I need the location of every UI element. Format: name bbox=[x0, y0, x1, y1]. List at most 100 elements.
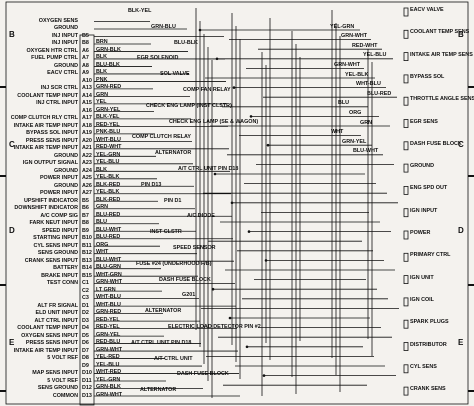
component-label: BLK-YEL bbox=[128, 8, 152, 14]
ecu-pin-label: BYPASS SOL INPUT bbox=[26, 130, 78, 137]
component-label: ELECTRIC LOAD DETECTOR PIN #2 bbox=[168, 324, 261, 330]
ecu-pin-number: B11 bbox=[82, 242, 92, 249]
ecu-wire-color: RED-YEL bbox=[96, 121, 120, 128]
component-label: GRN-BLU bbox=[151, 23, 176, 30]
ecu-pin-label: MAP SENS INPUT bbox=[32, 370, 78, 377]
ecu-wire-color: BLU-WHT bbox=[96, 226, 122, 233]
ecu-pin-number: D3 bbox=[82, 317, 89, 324]
ecu-pin-number: A20 bbox=[82, 137, 92, 144]
component-label: COMP CLUTCH RELAY bbox=[132, 134, 192, 141]
ecu-pin-label: CRANK SENS INPUT bbox=[24, 257, 78, 264]
ecu-wire-color: GRN bbox=[96, 204, 108, 211]
ecu-pin-number: A21 bbox=[82, 145, 92, 152]
component-wire-color: YEL-GRN bbox=[330, 23, 355, 30]
zone-tick bbox=[468, 284, 474, 286]
component-name: SPARK PLUGS bbox=[410, 319, 449, 326]
component-name: COOLANT TEMP SENS bbox=[410, 29, 470, 36]
component-connector bbox=[403, 319, 409, 329]
component-connector bbox=[403, 275, 409, 285]
ecu-wire-color: BLU bbox=[96, 219, 108, 226]
splice-dot bbox=[245, 345, 249, 349]
ecu-pin-label: POWER INPUT bbox=[39, 175, 78, 182]
ecu-pin-label: INJ INPUT bbox=[51, 40, 78, 47]
splice-dot bbox=[198, 28, 202, 32]
ecu-wire-color: PNK-BLU bbox=[96, 129, 121, 136]
ecu-wire-color: BLU-RED bbox=[96, 211, 121, 218]
ecu-wire-color: BLK-YEL bbox=[96, 114, 120, 121]
component-connector bbox=[403, 96, 409, 106]
component-label: SOL VALVE bbox=[160, 71, 190, 78]
ecu-pin-label: OXYGEN SENS INPUT bbox=[21, 332, 78, 339]
ecu-pin-number: D4 bbox=[82, 325, 89, 332]
ecu-pin-number: B13 bbox=[82, 257, 92, 264]
ecu-wire-color: YEL-RED bbox=[96, 354, 120, 361]
ecu-wire-color: RED-YEL bbox=[96, 316, 120, 323]
ecu-pin-number: A13 bbox=[82, 85, 92, 92]
component-label: SPEED SENSOR bbox=[173, 245, 216, 251]
ecu-wire-color: WHT-GRN bbox=[96, 271, 122, 278]
ecu-pin-label: IGN OUTPUT SIGNAL bbox=[22, 160, 78, 167]
component-wire-color: GRN bbox=[360, 119, 372, 126]
ecu-pin-label: PRESS SENS INPUT bbox=[25, 137, 78, 144]
ecu-pin-label: INJ INPUT bbox=[51, 32, 78, 39]
ecu-wire-color: PNK bbox=[96, 76, 108, 83]
component-wire-color: ORG bbox=[349, 109, 362, 116]
ecu-wire-color: BLK bbox=[96, 69, 108, 76]
ecu-pin-label: PRESS SENS INPUT bbox=[25, 340, 78, 347]
component-name: THROTTLE ANGLE SENS bbox=[410, 96, 474, 103]
ecu-wire-color: GRN-YEL bbox=[96, 106, 121, 113]
splice-dot bbox=[262, 374, 266, 377]
ecu-pin-label: CYL SENS INPUT bbox=[33, 242, 78, 249]
zone-letter-right: E bbox=[458, 338, 464, 347]
component-wire-color: GRN-WHT bbox=[334, 61, 361, 68]
ecu-pin-number: D9 bbox=[82, 362, 89, 369]
ecu-pin-number: D2 bbox=[82, 310, 89, 317]
ecu-wire-color: YEL-BLK bbox=[96, 189, 120, 196]
component-label: G201 bbox=[182, 292, 196, 299]
ecu-pin-number: D6 bbox=[82, 340, 89, 347]
ecu-pin-number: B10 bbox=[82, 235, 92, 242]
ecu-pin-number: D13 bbox=[82, 392, 92, 399]
ecu-pin-number: A15 bbox=[82, 100, 92, 107]
splice-dot bbox=[232, 86, 236, 89]
component-name: DASH FUSE BLOCK bbox=[410, 140, 462, 147]
ecu-wire-color: BRN bbox=[96, 39, 108, 46]
zone-tick bbox=[0, 390, 6, 392]
ecu-pin-number: A6 bbox=[82, 47, 89, 54]
ecu-pin-number: B6 bbox=[82, 205, 89, 212]
ecu-pin-number: A10 bbox=[82, 77, 92, 84]
component-name: EGR SENS bbox=[410, 118, 438, 125]
component-wire-color: BLU-WHT bbox=[353, 148, 379, 155]
ecu-pin-number: D11 bbox=[82, 377, 92, 384]
zone-tick bbox=[468, 390, 474, 392]
component-name: CYL SENS bbox=[410, 363, 437, 370]
splice-dot bbox=[230, 201, 234, 205]
splice-dot bbox=[266, 143, 270, 147]
component-connector bbox=[403, 230, 409, 240]
ecu-pin-number: A9 bbox=[82, 70, 89, 77]
component-wire-color: RED-WHT bbox=[352, 42, 378, 49]
ecu-wire-color: BLK-RED bbox=[96, 181, 121, 188]
ecu-wire-color: YEL-BLU bbox=[96, 361, 120, 368]
component-wire-color: GRN-YEL bbox=[342, 138, 367, 145]
ecu-pin-number: A14 bbox=[82, 92, 92, 99]
ecu-wire-color: BLU-RED bbox=[96, 234, 121, 241]
ecu-pin-number: C3 bbox=[82, 295, 89, 302]
ecu-pin-label: POWER INPUT bbox=[39, 190, 78, 197]
diagram-frame bbox=[5, 1, 469, 405]
component-label: COMP FAN RELAY bbox=[183, 87, 231, 93]
ecu-pin-label: BRAKE INPUT bbox=[41, 272, 78, 279]
component-connector bbox=[403, 119, 409, 128]
component-label: A/C DIODE bbox=[187, 213, 215, 220]
splice-dot bbox=[247, 230, 251, 233]
ecu-pin-label: INTAKE AIR TEMP INPUT bbox=[13, 122, 78, 129]
splice-dot bbox=[213, 172, 217, 176]
ecu-wire-color: GRN-BLK bbox=[96, 384, 121, 391]
component-name: IGN COIL bbox=[410, 296, 434, 303]
splice-dot bbox=[264, 259, 268, 262]
ecu-pin-label: COOLANT TEMP INPUT bbox=[17, 92, 78, 99]
component-name: INTAKE AIR TEMP SENS bbox=[410, 51, 473, 58]
ecu-wire-color: BLK-RED bbox=[96, 196, 121, 203]
ecu-wire-color: WHT-BLU bbox=[96, 294, 121, 301]
ecu-pin-number: A25 bbox=[82, 175, 92, 182]
